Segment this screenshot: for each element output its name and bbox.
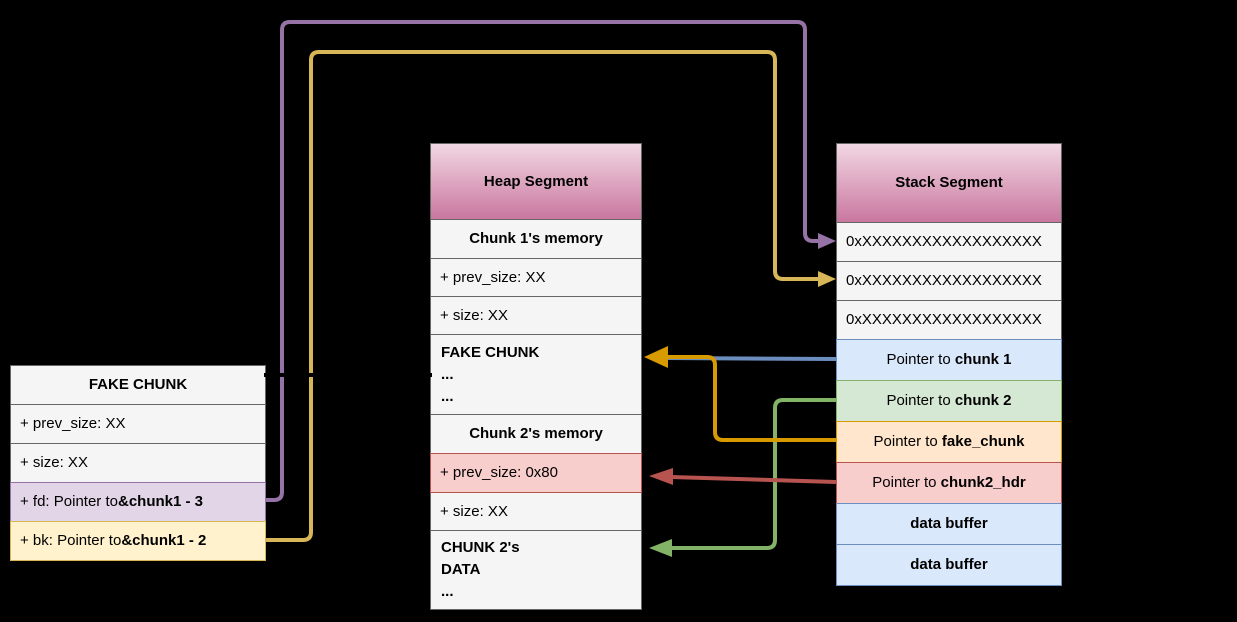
table-row-chunk2-data-block: CHUNK 2's DATA ...	[430, 530, 642, 610]
row-text-line: ...	[441, 365, 454, 383]
table-row-chunk2-prev-size: + prev_size: 0x80	[430, 453, 642, 493]
row-text: Chunk 1's memory	[469, 230, 603, 247]
row-text: + size: XX	[440, 502, 508, 520]
arrowhead-green	[649, 539, 672, 557]
row-text-line: FAKE CHUNK	[441, 343, 540, 361]
table-row-hex-3: 0xXXXXXXXXXXXXXXXXXX	[836, 300, 1062, 340]
row-text-bold: &chunk1 - 3	[117, 493, 204, 510]
row-text: + prev_size: XX	[20, 415, 126, 432]
row-text: data buffer	[910, 556, 988, 573]
heap-segment-table: Heap Segment Chunk 1's memory + prev_siz…	[430, 143, 642, 610]
arrow-chunk2-ptr-to-chunk2-data	[671, 398, 836, 550]
row-text: + bk: Pointer to	[20, 532, 122, 549]
table-row-data-buffer-1: data buffer	[836, 503, 1062, 545]
row-text: 0xXXXXXXXXXXXXXXXXXX	[846, 233, 1042, 250]
table-row-fd: + fd: Pointer to &chunk1 - 3	[10, 482, 266, 522]
arrow-fake-chunk-ptr-to-heap-fake-chunk	[667, 355, 836, 442]
row-text: Pointer to	[872, 474, 937, 491]
row-text-bold: chunk 1	[954, 351, 1012, 368]
row-text-bold: chunk2_hdr	[940, 474, 1026, 491]
arrowhead-red	[649, 468, 673, 485]
row-text: 0xXXXXXXXXXXXXXXXXXX	[846, 311, 1042, 328]
arrowhead-gold	[818, 271, 836, 287]
row-text-bold: chunk 2	[954, 392, 1012, 409]
table-row-fake-chunk-block: FAKE CHUNK ... ...	[430, 334, 642, 415]
row-text: data buffer	[910, 515, 988, 532]
row-text-line: CHUNK 2's	[441, 539, 520, 556]
arrowhead-orange	[644, 346, 668, 368]
stack-segment-table: Stack Segment 0xXXXXXXXXXXXXXXXXXX 0xXXX…	[836, 143, 1062, 586]
table-row-pointer-fake-chunk: Pointer to fake_chunk	[836, 421, 1062, 463]
row-text: + fd: Pointer to	[20, 493, 118, 510]
fake-chunk-table: FAKE CHUNK + prev_size: XX + size: XX + …	[10, 365, 266, 561]
table-row-prev-size: + prev_size: XX	[10, 404, 266, 444]
fake-chunk-title: FAKE CHUNK	[88, 376, 188, 393]
row-text: Chunk 2's memory	[469, 425, 603, 442]
table-row-chunk1-size: + size: XX	[430, 296, 642, 335]
row-text-bold: fake_chunk	[941, 433, 1025, 450]
table-row-pointer-chunk1: Pointer to chunk 1	[836, 339, 1062, 381]
row-text-bold: &chunk1 - 2	[121, 532, 207, 549]
stack-segment-title: Stack Segment	[895, 174, 1003, 191]
table-row-pointer-chunk2: Pointer to chunk 2	[836, 380, 1062, 422]
arrowhead-blue	[648, 350, 666, 365]
row-text: + prev_size: XX	[440, 268, 546, 286]
stack-segment-header: Stack Segment	[836, 143, 1062, 223]
table-row-hex-2: 0xXXXXXXXXXXXXXXXXXX	[836, 261, 1062, 301]
arrow-chunk1-ptr-to-heap-fake-chunk	[665, 356, 837, 361]
fake-chunk-table-header: FAKE CHUNK	[10, 365, 266, 405]
row-text: Pointer to	[886, 351, 951, 368]
row-text: + size: XX	[440, 306, 508, 324]
row-text: Pointer to	[873, 433, 938, 450]
table-row-bk: + bk: Pointer to &chunk1 - 2	[10, 521, 266, 561]
heap-segment-title: Heap Segment	[483, 172, 589, 190]
row-text-line: ...	[441, 583, 454, 600]
row-text-line: DATA	[441, 561, 481, 578]
row-text: Pointer to	[886, 392, 951, 409]
arrowhead-purple	[818, 233, 836, 249]
table-row-chunk1-label: Chunk 1's memory	[430, 219, 642, 259]
table-row-hex-1: 0xXXXXXXXXXXXXXXXXXX	[836, 222, 1062, 262]
row-text: + prev_size: 0x80	[440, 464, 558, 481]
table-row-chunk2-label: Chunk 2's memory	[430, 414, 642, 454]
heap-segment-header: Heap Segment	[430, 143, 642, 220]
arrow-chunk2hdr-ptr-to-prev-size	[670, 475, 837, 484]
row-text: 0xXXXXXXXXXXXXXXXXXX	[846, 272, 1042, 289]
table-row-chunk2-size: + size: XX	[430, 492, 642, 531]
table-row-data-buffer-2: data buffer	[836, 544, 1062, 586]
table-row-size: + size: XX	[10, 443, 266, 483]
row-text: + size: XX	[20, 454, 88, 471]
table-row-pointer-chunk2-hdr: Pointer to chunk2_hdr	[836, 462, 1062, 504]
table-row-chunk1-prev-size: + prev_size: XX	[430, 258, 642, 297]
row-text-line: ...	[441, 387, 454, 405]
